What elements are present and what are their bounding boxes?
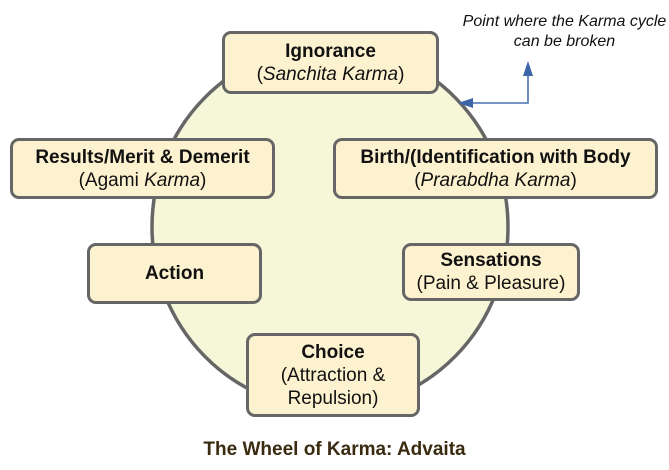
node-title: Choice (301, 341, 365, 363)
node-subtitle: (Sanchita Karma) (256, 63, 405, 85)
node-subtitle: (Pain & Pleasure) (416, 273, 566, 294)
arrowhead-up-icon (523, 61, 533, 76)
diagram-caption: The Wheel of Karma: Advaita (203, 439, 466, 460)
node-subtitle: (Attraction & Repulsion) (280, 364, 386, 409)
node-subtitle: (Prarabdha Karma) (414, 169, 577, 191)
node-title: Sensations (440, 250, 542, 271)
node-title: Action (144, 263, 205, 284)
node-ignorance: Ignorance (Sanchita Karma) (222, 31, 439, 94)
break-point-note: Point where the Karma cycle can be broke… (462, 13, 667, 50)
node-choice: Choice (Attraction & Repulsion) (246, 333, 420, 417)
break-point-arrow (458, 61, 533, 108)
node-title: Results/Merit & Demerit (35, 146, 250, 168)
node-action: Action (87, 243, 262, 304)
node-title: Birth/(Identification with Body (360, 146, 631, 168)
node-results: Results/Merit & Demerit (Agami Karma) (10, 138, 275, 199)
node-subtitle: (Agami Karma) (78, 169, 207, 191)
node-sensations: Sensations (Pain & Pleasure) (402, 243, 580, 301)
node-birth: Birth/(Identification with Body (Prarabd… (333, 138, 658, 199)
arrowhead-left-icon (458, 98, 473, 108)
node-title: Ignorance (285, 40, 376, 62)
